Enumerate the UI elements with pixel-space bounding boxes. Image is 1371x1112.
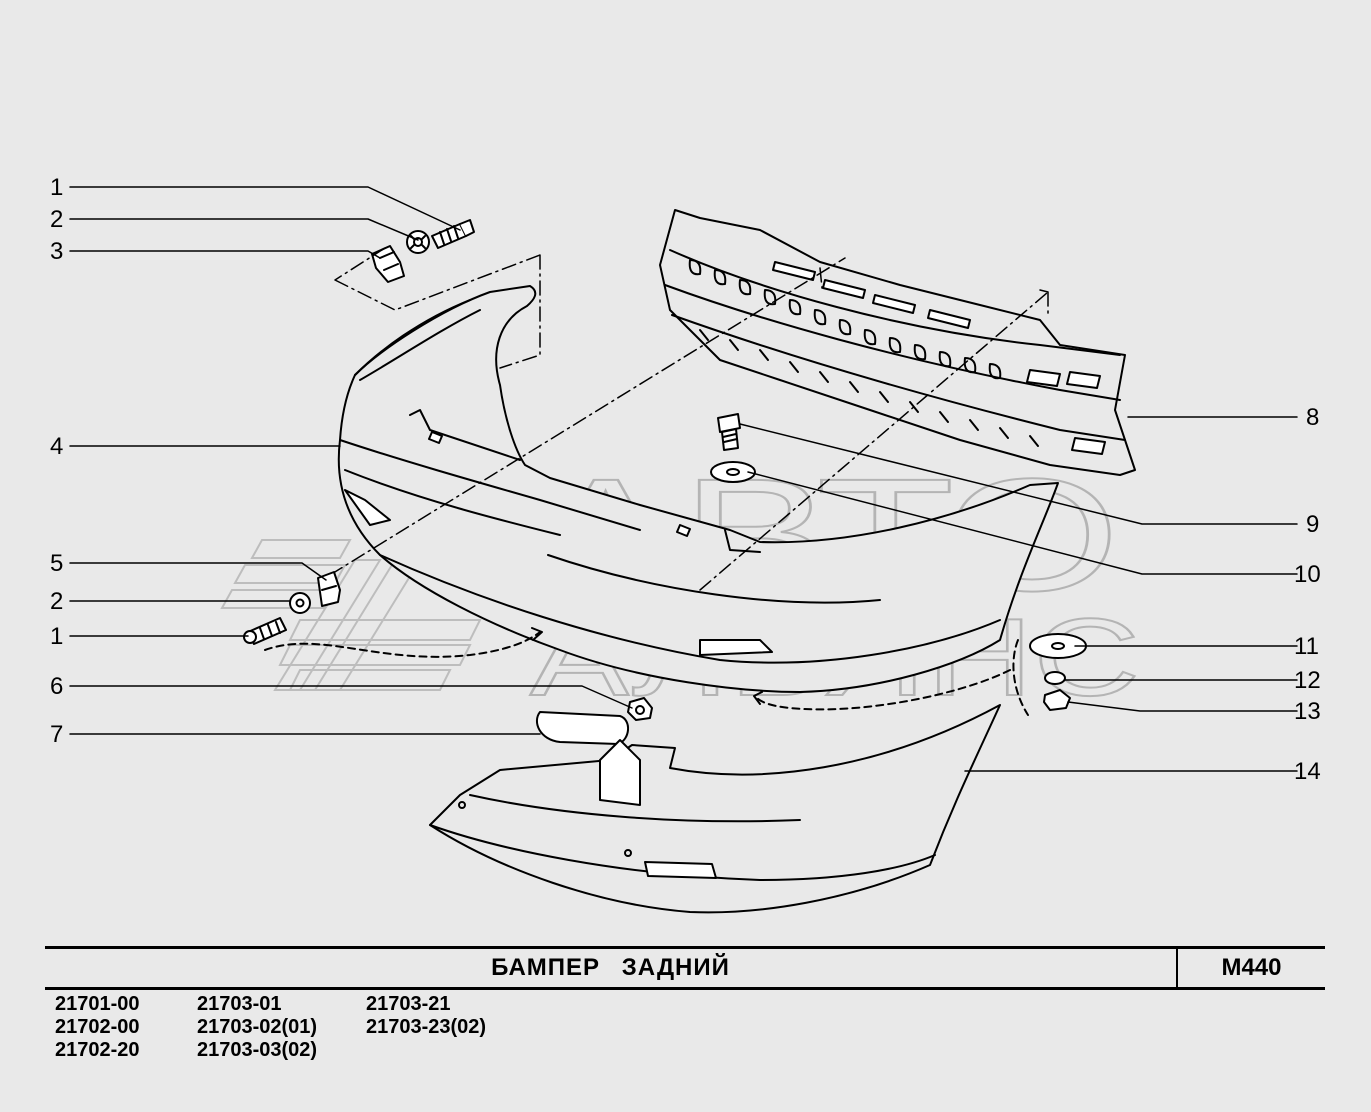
callout-2-top: 2 bbox=[50, 206, 63, 233]
part-spring-washer bbox=[1044, 671, 1066, 685]
part-bumper-beam bbox=[659, 209, 1136, 476]
drawing-title: БАМПЕР ЗАДНИЙ bbox=[45, 949, 1178, 987]
part-bolt bbox=[717, 413, 741, 451]
callout-10: 10 bbox=[1294, 561, 1321, 588]
callout-7: 7 bbox=[50, 721, 63, 748]
leader-lines bbox=[69, 186, 1298, 772]
callout-5: 5 bbox=[50, 550, 63, 577]
callout-3: 3 bbox=[50, 238, 63, 265]
callout-6: 6 bbox=[50, 673, 63, 700]
part-reflector bbox=[535, 711, 629, 745]
callout-13: 13 bbox=[1294, 698, 1321, 725]
drawing-code: M440 bbox=[1221, 954, 1282, 981]
model-code: 21702-20 bbox=[55, 1039, 140, 1061]
callout-numbers: 1 2 3 4 5 2 1 6 7 8 9 10 11 12 13 14 bbox=[50, 174, 1321, 785]
model-code: 21701-00 bbox=[55, 993, 140, 1015]
model-code: 21703-01 bbox=[197, 993, 282, 1015]
callout-2-lower: 2 bbox=[50, 588, 63, 615]
part-screw-top bbox=[431, 219, 475, 249]
model-code: 21703-02(01) bbox=[197, 1016, 318, 1038]
callout-9: 9 bbox=[1306, 511, 1319, 538]
part-clip-top bbox=[371, 245, 405, 283]
callout-14: 14 bbox=[1294, 758, 1321, 785]
callout-1-lower: 1 bbox=[50, 623, 63, 650]
part-washer-top bbox=[406, 230, 430, 254]
watermark-stripes-icon bbox=[220, 539, 482, 691]
callout-4: 4 bbox=[50, 433, 63, 460]
model-code: 21702-00 bbox=[55, 1016, 140, 1038]
part-washer-lower bbox=[289, 592, 311, 614]
model-column-3: 21703-21 21703-23(02) bbox=[366, 993, 486, 1039]
part-lower-trim bbox=[429, 704, 1001, 914]
title-block: БАМПЕР ЗАДНИЙ M440 bbox=[45, 946, 1325, 990]
callout-11: 11 bbox=[1294, 633, 1319, 660]
part-clip-lower bbox=[317, 571, 341, 607]
model-column-2: 21703-01 21703-02(01) 21703-03(02) bbox=[197, 993, 317, 1062]
part-rear-bumper bbox=[337, 285, 1059, 693]
part-nut bbox=[1043, 689, 1071, 711]
callout-8: 8 bbox=[1306, 404, 1319, 431]
model-column-1: 21701-00 21702-00 21702-20 bbox=[55, 993, 140, 1062]
model-code: 21703-21 bbox=[366, 993, 451, 1015]
part-washer-large bbox=[710, 461, 756, 483]
callout-12: 12 bbox=[1294, 667, 1321, 694]
model-code: 21703-03(02) bbox=[197, 1039, 318, 1061]
callout-1-top: 1 bbox=[50, 174, 63, 201]
part-nut-small bbox=[627, 697, 653, 721]
part-screw-lower bbox=[243, 617, 287, 645]
model-code: 21703-23(02) bbox=[366, 1016, 487, 1038]
